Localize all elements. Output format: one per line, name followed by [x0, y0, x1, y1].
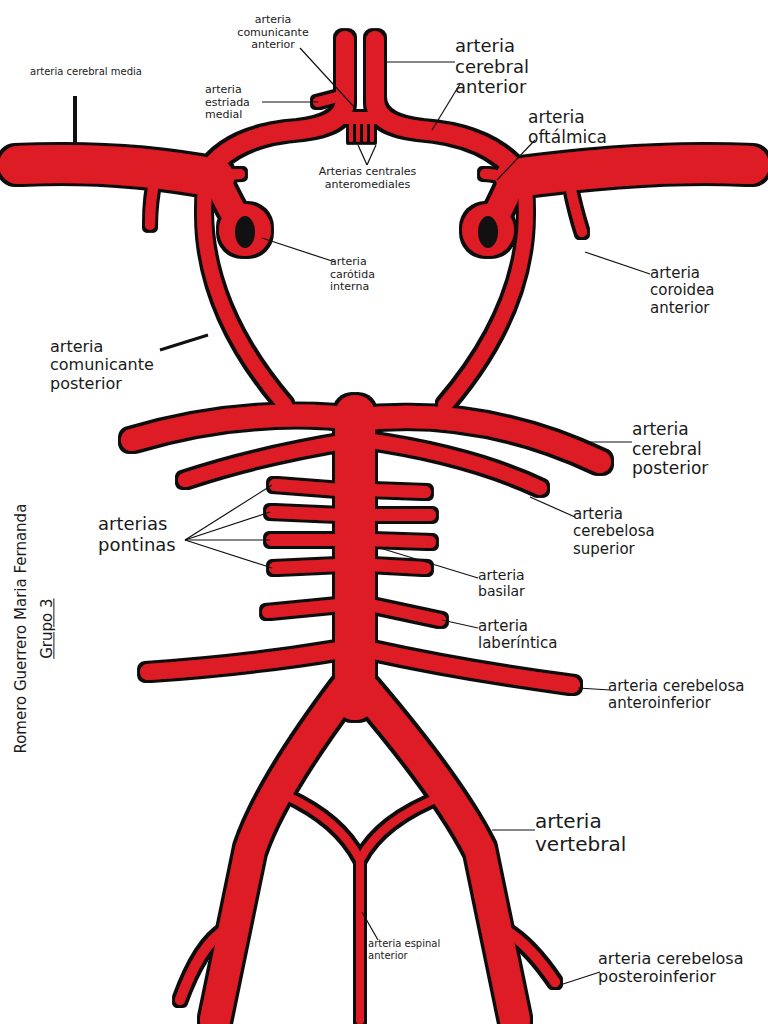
labyrinth-left — [268, 605, 340, 612]
leader-line — [185, 512, 270, 540]
ophthalmic-left — [215, 174, 240, 192]
artery-label: arteria cerebelosa posteroinferior — [598, 950, 758, 987]
aca-left — [205, 40, 345, 175]
choroid-left — [150, 178, 155, 225]
artery-label: arteria cerebelosa superior — [573, 506, 683, 558]
artery-label: arteria oftálmica — [528, 108, 648, 147]
artery-label: arteria comunicante posterior — [50, 338, 165, 393]
aica-right — [370, 650, 572, 685]
pica-left — [180, 930, 225, 1000]
author-note: Romero Guerrero Maria Fernanda — [13, 479, 30, 779]
leader-line — [358, 145, 367, 165]
leader-line — [73, 96, 77, 144]
arteries — [18, 40, 750, 1020]
leader-line — [262, 101, 318, 102]
artery-label: arterias pontinas — [98, 514, 188, 555]
pca-left — [132, 416, 365, 441]
artery-label: arteria carótida interna — [330, 256, 405, 294]
labyrinth-right — [370, 605, 440, 620]
leader-line — [362, 912, 378, 940]
artery-label: arteria laberíntica — [478, 618, 603, 653]
leader-line — [185, 540, 272, 568]
mca-left — [18, 164, 215, 178]
pcom-left — [204, 190, 285, 405]
aica-left — [148, 650, 340, 672]
pica-right — [505, 930, 555, 982]
pontine-right — [370, 490, 430, 568]
artery-label: arteria cerebral posterior — [632, 420, 737, 479]
striate — [318, 95, 345, 102]
anterior-spinal — [285, 795, 445, 1020]
artery-label: arteria cerebral media — [30, 66, 150, 78]
leader-line — [492, 829, 535, 830]
leader-line — [160, 335, 208, 350]
artery-label: arteria cerebelosa anteroinferior — [608, 678, 758, 713]
pcom-right — [445, 190, 526, 405]
ophthalmic-right — [485, 174, 510, 192]
leader-line — [560, 972, 600, 985]
artery-label: Arterias centrales anteromediales — [305, 166, 430, 191]
leader-line — [185, 485, 272, 540]
artery-label: arteria espinal anterior — [368, 938, 443, 961]
sca-right — [365, 440, 540, 488]
artery-label: arteria coroidea anterior — [650, 265, 745, 317]
ica-right-blob — [462, 204, 514, 256]
leader-line — [590, 441, 632, 442]
artery-label: arteria cerebral anterior — [455, 36, 585, 98]
leader-line — [530, 497, 575, 517]
leader-line — [262, 238, 335, 262]
vertebral-left — [215, 690, 345, 1020]
leader-lines — [75, 48, 650, 985]
artery-label: arteria basilar — [478, 567, 558, 599]
leader-line — [185, 539, 270, 540]
author-note: Grupo 3 — [39, 479, 56, 779]
pontine-left — [272, 485, 340, 568]
leader-line — [585, 252, 650, 274]
leader-line — [367, 145, 376, 165]
leader-line — [300, 48, 355, 108]
artery-label: arteria estriada medial — [205, 84, 267, 122]
leader-line — [384, 61, 455, 62]
artery-label: arteria vertebral — [535, 810, 645, 856]
mca-right — [515, 164, 750, 178]
ica-lumen-right — [478, 216, 498, 248]
ica-lumen-left — [235, 216, 255, 248]
leader-line — [380, 548, 478, 578]
leader-line — [442, 620, 478, 628]
central-branches — [351, 122, 372, 140]
leader-line — [578, 688, 610, 690]
ica-left-blob — [219, 204, 271, 256]
vertebral-right — [365, 690, 515, 1020]
sca-left — [185, 440, 355, 480]
artery-label: arteria comunicante anterior — [218, 14, 328, 52]
choroid-right — [570, 185, 582, 232]
